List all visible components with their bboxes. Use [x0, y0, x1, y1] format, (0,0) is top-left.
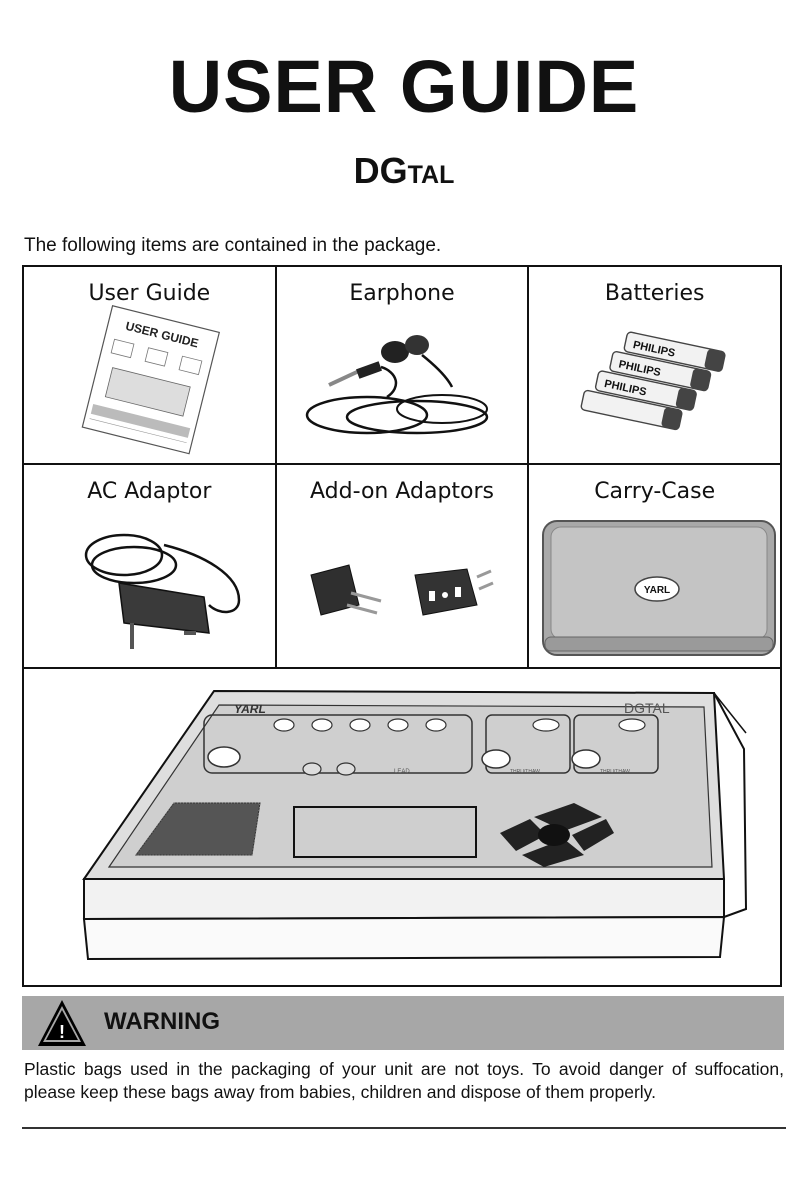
- lead-label: LEAD: [394, 769, 410, 775]
- contents-row-1: User Guide USER GUIDE Earphone: [24, 267, 780, 465]
- item-label-add-on-adaptors: Add-on Adaptors: [310, 479, 495, 504]
- carry-case-icon: YARL: [542, 520, 777, 656]
- cell-add-on-adaptors: Add-on Adaptors: [277, 465, 530, 667]
- thru-label-2: THRU/THAW: [600, 769, 630, 775]
- warning-title: WARNING: [104, 1008, 220, 1035]
- document-title: USER GUIDE: [168, 45, 640, 128]
- plug-adaptors-icon: [310, 564, 494, 616]
- warning-triangle-icon: !: [38, 1000, 86, 1046]
- ac-adaptor-icon: [84, 533, 241, 649]
- item-label-batteries: Batteries: [604, 281, 705, 306]
- item-label-earphone: Earphone: [349, 281, 455, 306]
- case-brand-logo: YARL: [644, 585, 670, 596]
- device-model: DGTAL: [624, 700, 670, 716]
- earphone-icon: [305, 335, 488, 435]
- warning-symbol: !: [59, 1022, 65, 1042]
- speaker-grille: [135, 802, 261, 856]
- product-name-main: DG: [353, 150, 408, 191]
- display-window: [293, 806, 477, 858]
- user-guide-booklet-icon: USER GUIDE: [81, 305, 221, 455]
- thru-label-1: THRU/THAW: [510, 769, 540, 775]
- item-label-ac-adaptor: AC Adaptor: [87, 479, 212, 504]
- cell-batteries: Batteries PHILIPS PHILIPS PHILIPS: [529, 267, 780, 463]
- package-intro: The following items are contained in the…: [24, 235, 442, 256]
- bottom-rule: [22, 1127, 786, 1129]
- device-illustration: YARL DGTAL LEAD THRU/THAW THRU/THAW: [82, 689, 748, 961]
- warning-text: Plastic bags used in the packaging of yo…: [24, 1059, 784, 1102]
- warning-banner: !: [22, 996, 784, 1050]
- item-label-user-guide: User Guide: [88, 281, 211, 306]
- product-name-small: TAL: [407, 161, 455, 189]
- direction-pad: [500, 803, 614, 867]
- batteries-icon: PHILIPS PHILIPS PHILIPS: [580, 331, 726, 431]
- item-label-carry-case: Carry-Case: [594, 479, 716, 504]
- cell-ac-adaptor: AC Adaptor: [24, 465, 277, 667]
- contents-row-2: AC Adaptor Add-on Adaptors: [24, 465, 780, 669]
- product-name: DGTAL: [0, 150, 808, 192]
- cell-earphone: Earphone: [277, 267, 530, 463]
- device-brand: YARL: [234, 702, 266, 716]
- contents-row-device: YARL DGTAL LEAD THRU/THAW THRU/THAW: [24, 669, 780, 985]
- package-contents-grid: User Guide USER GUIDE Earphone: [22, 265, 782, 987]
- cell-carry-case: Carry-Case YARL: [529, 465, 780, 667]
- cell-user-guide: User Guide USER GUIDE: [24, 267, 277, 463]
